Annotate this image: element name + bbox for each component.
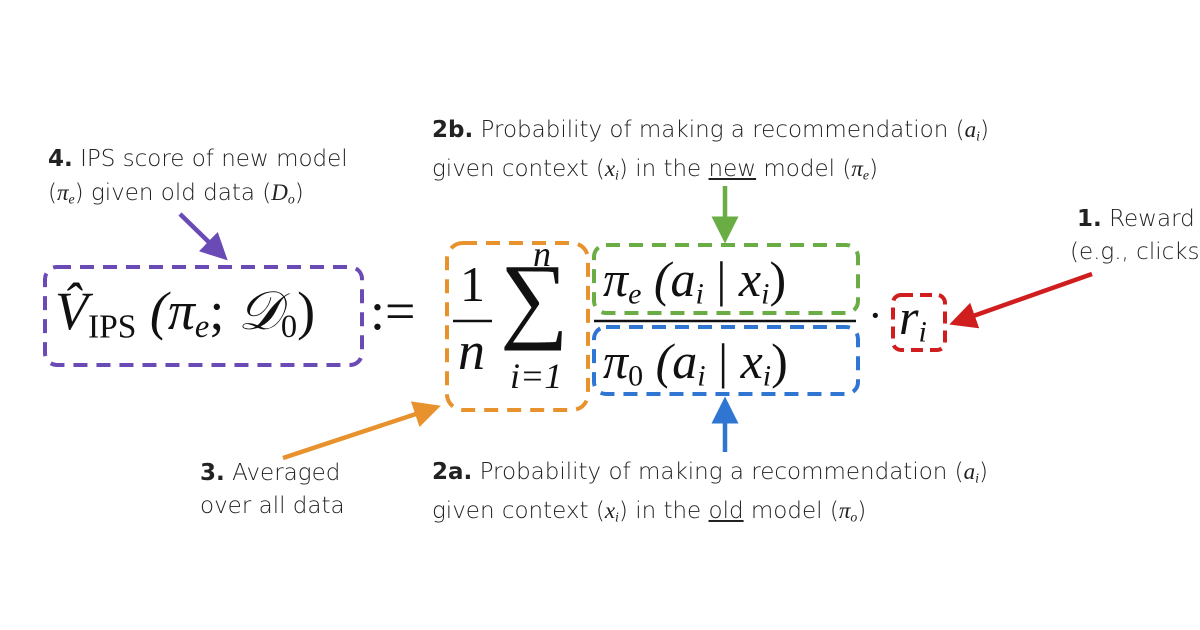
math-assign: := bbox=[370, 281, 416, 341]
math-paren: ) bbox=[771, 333, 788, 389]
math-a: a bbox=[964, 117, 977, 142]
label-emphasis: new bbox=[708, 156, 757, 183]
math-x: x bbox=[738, 251, 762, 307]
math-sub: 0 bbox=[628, 359, 644, 393]
math-pi: π bbox=[603, 333, 629, 389]
math-sub: i bbox=[975, 470, 980, 486]
math-sub: i bbox=[976, 128, 980, 144]
math-a: a bbox=[963, 459, 976, 484]
math-paren: ) bbox=[297, 281, 316, 341]
math-n: n bbox=[458, 321, 485, 381]
label-reward: 1. Reward (e.g., clicks) bbox=[1070, 203, 1200, 269]
label-number: 3. bbox=[200, 460, 225, 486]
math-sum-lower: i=1 bbox=[510, 356, 563, 396]
math-sum-upper: n bbox=[533, 234, 551, 274]
math-one: 1 bbox=[460, 256, 485, 312]
math-r: r bbox=[899, 289, 919, 345]
math-sub: i bbox=[762, 359, 772, 393]
label-emphasis: old bbox=[708, 498, 744, 525]
math-given: | bbox=[718, 333, 729, 389]
label-text: given old data bbox=[90, 180, 255, 206]
math-x: x bbox=[604, 498, 616, 524]
arrow-1 bbox=[949, 271, 1093, 329]
math-pi: (π bbox=[149, 281, 195, 341]
math-semicolon: ; bbox=[209, 281, 225, 341]
arrow-3 bbox=[282, 401, 441, 461]
new-model-box bbox=[592, 243, 860, 315]
reward-box bbox=[891, 293, 947, 352]
math-x: x bbox=[604, 156, 616, 182]
label-number: 1. bbox=[1077, 206, 1102, 232]
math-sub: o bbox=[850, 509, 858, 525]
math-sub: e bbox=[628, 277, 642, 311]
label-text: Averaged bbox=[232, 460, 341, 486]
label-text: Probability of making a recommendation bbox=[479, 459, 948, 485]
math-sub: i bbox=[615, 167, 619, 183]
math-a: (a bbox=[655, 333, 698, 389]
math-sub: i bbox=[761, 277, 770, 311]
math-sub: i bbox=[918, 315, 927, 349]
label-text: model bbox=[763, 156, 836, 183]
math-ips-subscript: IPS bbox=[88, 308, 137, 346]
label-old-model-prob: 2a. Probability of making a recommendati… bbox=[432, 459, 988, 525]
label-number: 4. bbox=[48, 146, 73, 172]
math-given: | bbox=[716, 251, 727, 307]
arrow-4 bbox=[178, 212, 228, 261]
average-box bbox=[445, 241, 590, 412]
label-text: in the bbox=[635, 156, 702, 183]
math-v-hat: V̂ bbox=[55, 281, 88, 341]
label-text: IPS score of new model bbox=[80, 146, 348, 172]
math-d: D bbox=[271, 180, 288, 205]
math-dot: · bbox=[868, 291, 883, 340]
formula-lhs: V̂IPS (πe; 𝒟0) bbox=[55, 280, 315, 346]
math-reward: ri bbox=[899, 288, 927, 350]
math-x: x bbox=[740, 333, 763, 389]
math-d: 𝒟 bbox=[237, 281, 281, 341]
math-sub: i bbox=[615, 509, 619, 525]
math-sub: e bbox=[194, 309, 210, 346]
math-pi: π bbox=[851, 156, 863, 182]
label-number: 2b. bbox=[432, 117, 474, 143]
old-model-box bbox=[592, 325, 860, 396]
math-numerator: πe (ai | xi) bbox=[603, 250, 786, 312]
math-pi: π bbox=[603, 251, 629, 307]
math-sub: o bbox=[287, 191, 295, 207]
label-text: Probability of making a recommendation bbox=[480, 117, 949, 143]
math-sub: i bbox=[697, 359, 706, 393]
math-sub: e bbox=[862, 167, 869, 183]
math-sum: ∑ bbox=[500, 244, 569, 351]
label-text: model bbox=[750, 498, 823, 525]
label-text: over all data bbox=[200, 493, 345, 519]
label-text: in the bbox=[635, 498, 702, 525]
math-pi: π bbox=[56, 180, 69, 205]
ips-box bbox=[43, 265, 364, 367]
math-sub: 0 bbox=[280, 309, 298, 346]
math-sub: e bbox=[68, 191, 75, 207]
math-paren: ) bbox=[769, 251, 787, 307]
math-pi: π bbox=[838, 498, 851, 524]
math-denominator: π0 (ai | xi) bbox=[603, 332, 788, 394]
label-text: given context bbox=[432, 156, 589, 183]
label-text: given context bbox=[432, 498, 589, 525]
math-a: (a bbox=[653, 251, 696, 307]
label-averaged: 3. Averaged over all data bbox=[200, 457, 345, 523]
label-number: 2a. bbox=[432, 459, 473, 485]
label-new-model-prob: 2b. Probability of making a recommendati… bbox=[432, 117, 989, 183]
label-text: Reward bbox=[1109, 206, 1195, 232]
label-text: (e.g., clicks) bbox=[1070, 239, 1200, 265]
math-sub: i bbox=[695, 277, 704, 311]
label-ips-score: 4. IPS score of new model (πe) given old… bbox=[48, 146, 348, 207]
